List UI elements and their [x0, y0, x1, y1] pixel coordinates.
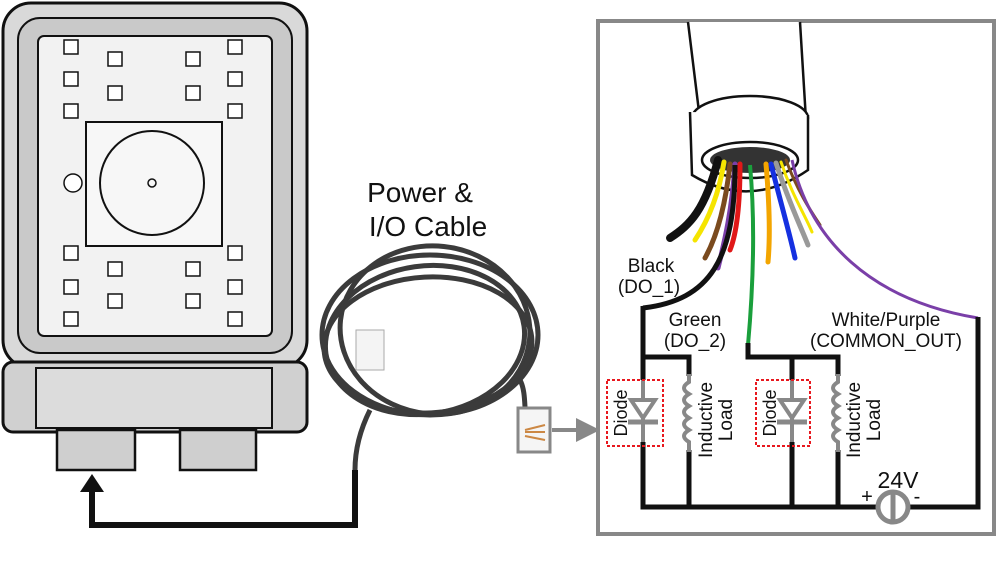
- purple-wire: [790, 159, 979, 320]
- inductor-1-icon: [682, 374, 693, 452]
- supply-minus-label: -: [914, 486, 921, 508]
- load-1-label-line1: Inductive: [696, 382, 717, 458]
- diode-highlight-box: [606, 379, 664, 447]
- arrow-head-icon: [80, 474, 104, 492]
- load-2-label-line2: Load: [864, 399, 885, 441]
- diode-1: [606, 379, 664, 447]
- coiled-cable: [319, 243, 541, 471]
- common-wire-label: White/Purple: [832, 310, 941, 331]
- load-2-label-line1: Inductive: [844, 382, 865, 458]
- cable-tag: [355, 329, 385, 371]
- cable-title-line1: Power &: [367, 177, 473, 208]
- load-1-label-line2: Load: [716, 399, 737, 441]
- supply-plus-label: +: [861, 486, 873, 508]
- green-wire: [746, 164, 756, 346]
- green-wire-signal: (DO_2): [664, 331, 726, 352]
- network-connector: [178, 428, 258, 472]
- supply-voltage-label: 24V: [878, 467, 920, 493]
- io-connector: [55, 428, 137, 472]
- common-wire-signal: (COMMON_OUT): [810, 331, 962, 352]
- cable-title-line2: I/O Cable: [369, 211, 487, 242]
- camera-device: [1, 1, 309, 472]
- circuit-wiring: [640, 306, 981, 510]
- connection-arrow: [89, 470, 358, 528]
- black-wire: [642, 164, 738, 311]
- cable-sheath: [686, 21, 810, 193]
- black-wire-label: Black: [628, 256, 675, 277]
- diode-2: [755, 379, 811, 447]
- diode-1-label: Diode: [611, 389, 631, 436]
- green-wire-label: Green: [669, 310, 722, 331]
- black-wire-signal: (DO_1): [618, 277, 680, 298]
- inductor-2-icon: [831, 374, 842, 452]
- diode-highlight-box: [755, 379, 811, 447]
- diode-2-label: Diode: [760, 389, 780, 436]
- cable-end-highlight: [516, 406, 552, 454]
